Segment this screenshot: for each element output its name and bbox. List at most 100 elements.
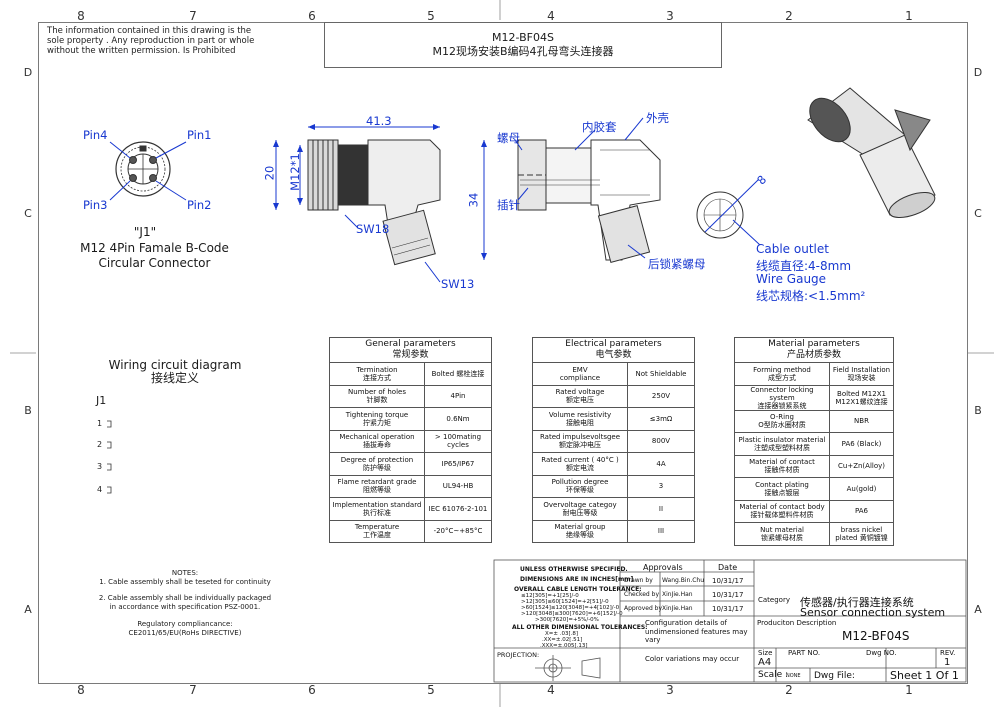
face-caption-line1: M12 4Pin Famale B-Code [80, 241, 229, 255]
sw18-label: SW18 [356, 222, 390, 236]
electrical-params-title-en: Electrical parameters [565, 339, 662, 349]
param-key-en: Tightening torque [345, 410, 409, 419]
param-value: -20°C~+85°C [424, 519, 492, 543]
zone-col-8-top: 8 [77, 9, 85, 23]
title-box: M12-BF04S M12现场安装B编码4孔母弯头连接器 [324, 22, 722, 68]
param-value: Bolted 螺栓连接 [424, 362, 492, 386]
param-key-en: Material of contact body [739, 503, 825, 512]
pin2-label: Pin2 [187, 198, 212, 212]
param-value: Bolted M12X1 M12X1螺纹连接 [829, 384, 894, 411]
tb-checked-name: XinJie.Han [662, 591, 693, 598]
param-key-cn: 锁紧螺母材质 [761, 533, 803, 542]
sw13-label: SW13 [441, 277, 475, 291]
wiring-connector-label: J1 [96, 394, 107, 407]
zone-row-c-right: C [974, 207, 982, 220]
param-key-en: Implementation standard [332, 500, 422, 509]
param-value: 4A [627, 452, 695, 476]
param-key-en: Mechanical operation [339, 433, 415, 442]
zone-col-5-top: 5 [427, 9, 435, 23]
param-key-cn: 工作温度 [363, 531, 391, 540]
general-params-title-en: General parameters [365, 339, 456, 349]
param-key-cn: 针脚数 [366, 396, 388, 405]
tb-part-no-label: PART NO. [788, 649, 821, 657]
zone-row-d-right: D [973, 66, 983, 79]
zone-col-7-bottom: 7 [189, 683, 197, 697]
connector-section-view [517, 139, 661, 263]
rear-nut-label: 后锁紧螺母 [648, 257, 706, 271]
zone-col-3-top: 3 [666, 9, 674, 23]
param-value: 800V [627, 429, 695, 453]
proprietary-notice: The information contained in this drawin… [47, 26, 255, 56]
nut-label: 螺母 [497, 131, 520, 145]
notes-block: NOTES: 1. Cable assembly shall be tesete… [95, 569, 275, 637]
param-value: Not Shieldable [627, 362, 695, 386]
param-value: brass nickel plated 黄铜镀镍 [829, 522, 894, 546]
dim-height: 20 [262, 165, 277, 181]
tb-overall: OVERALL CABLE LENGTH TOLERANCE: [514, 586, 642, 593]
cable-outlet-cn: 线缆直径:4-8mm [756, 259, 852, 273]
tb-tol-1: ≤12[305]=+1[25]/-0 [521, 593, 579, 599]
tb-tol-3: >60[1524]≤120[3048]=+4[102]/-0 [521, 605, 620, 611]
notes-heading: NOTES: [171, 569, 199, 577]
pin3-label: Pin3 [83, 198, 108, 212]
param-value: IP65/IP67 [424, 452, 492, 476]
tb-tol-2: >12[305]≤60[1524]=+2[51]/-0 [521, 599, 609, 605]
inner-sleeve-label: 内胶套 [582, 120, 617, 134]
param-value: 250V [627, 384, 695, 408]
title-block-lines [493, 559, 967, 683]
projection-symbol [535, 655, 601, 681]
wiring-diagram-title: Wiring circuit diagram 接线定义 [100, 359, 250, 385]
zone-row-a-left: A [24, 603, 32, 616]
material-params-title-cn: 产品材质参数 [786, 350, 841, 360]
wire-gauge-cn: 线芯规格:<1.5mm² [756, 289, 866, 303]
param-value: II [627, 497, 695, 521]
tb-approved-name: XinJie.Han [662, 605, 693, 612]
pin-label: 插针 [497, 198, 520, 212]
tb-other-tol: ALL OTHER DIMENSIONAL TOLERANCES: [512, 624, 648, 631]
tb-drawn-name: Wang.Bin.Chu [662, 577, 705, 584]
face-caption-line2: Circular Connector [98, 256, 211, 270]
wiring-title-cn: 接线定义 [150, 371, 199, 385]
tb-dwg-file: Dwg File: [814, 671, 855, 681]
tb-date: Date [718, 563, 738, 572]
param-key-cn: 注塑成型塑料材质 [754, 443, 810, 452]
wire-gauge-en: Wire Gauge [756, 272, 827, 286]
param-key-cn: 耐电压等级 [562, 508, 598, 517]
param-key-cn: 接触点镀层 [764, 488, 800, 497]
zone-col-4-top: 4 [547, 9, 555, 23]
param-key-en: Forming method [753, 365, 811, 374]
tb-scale-label: Scale : [758, 670, 789, 680]
pin1-label: Pin1 [187, 128, 212, 142]
param-key-en: Temperature [354, 523, 400, 532]
tb-size-value: A4 [758, 657, 772, 668]
j1-label: "J1" [133, 225, 157, 239]
tb-tol-5: >300[7620]=+5%/-0% [535, 617, 599, 623]
param-value: 4Pin [424, 384, 492, 408]
note-1: 1. Cable assembly shall be teseted for c… [99, 577, 271, 586]
tb-category-label: Category [758, 596, 790, 604]
zone-col-6-top: 6 [308, 9, 316, 23]
param-key-cn: 成型方式 [768, 373, 796, 382]
note-2: 2. Cable assembly shall be individually … [98, 594, 272, 611]
param-key-cn: 接触件材质 [764, 466, 800, 475]
tb-tol-4: >120[3048]≤300[7620]=+6[152]/-0 [521, 611, 623, 617]
zone-row-c-left: C [24, 207, 32, 220]
table-row: Rated current ( 40°C )额定电流 4A [532, 452, 695, 476]
tb-config: Configuration details of undimensioned f… [645, 619, 748, 644]
tb-color: Color variations may occur [645, 655, 740, 663]
param-value: UL94-HB [424, 474, 492, 498]
tb-other-2: .XX=±.02[.51] [542, 637, 583, 643]
param-value: 0.6Nm [424, 407, 492, 431]
